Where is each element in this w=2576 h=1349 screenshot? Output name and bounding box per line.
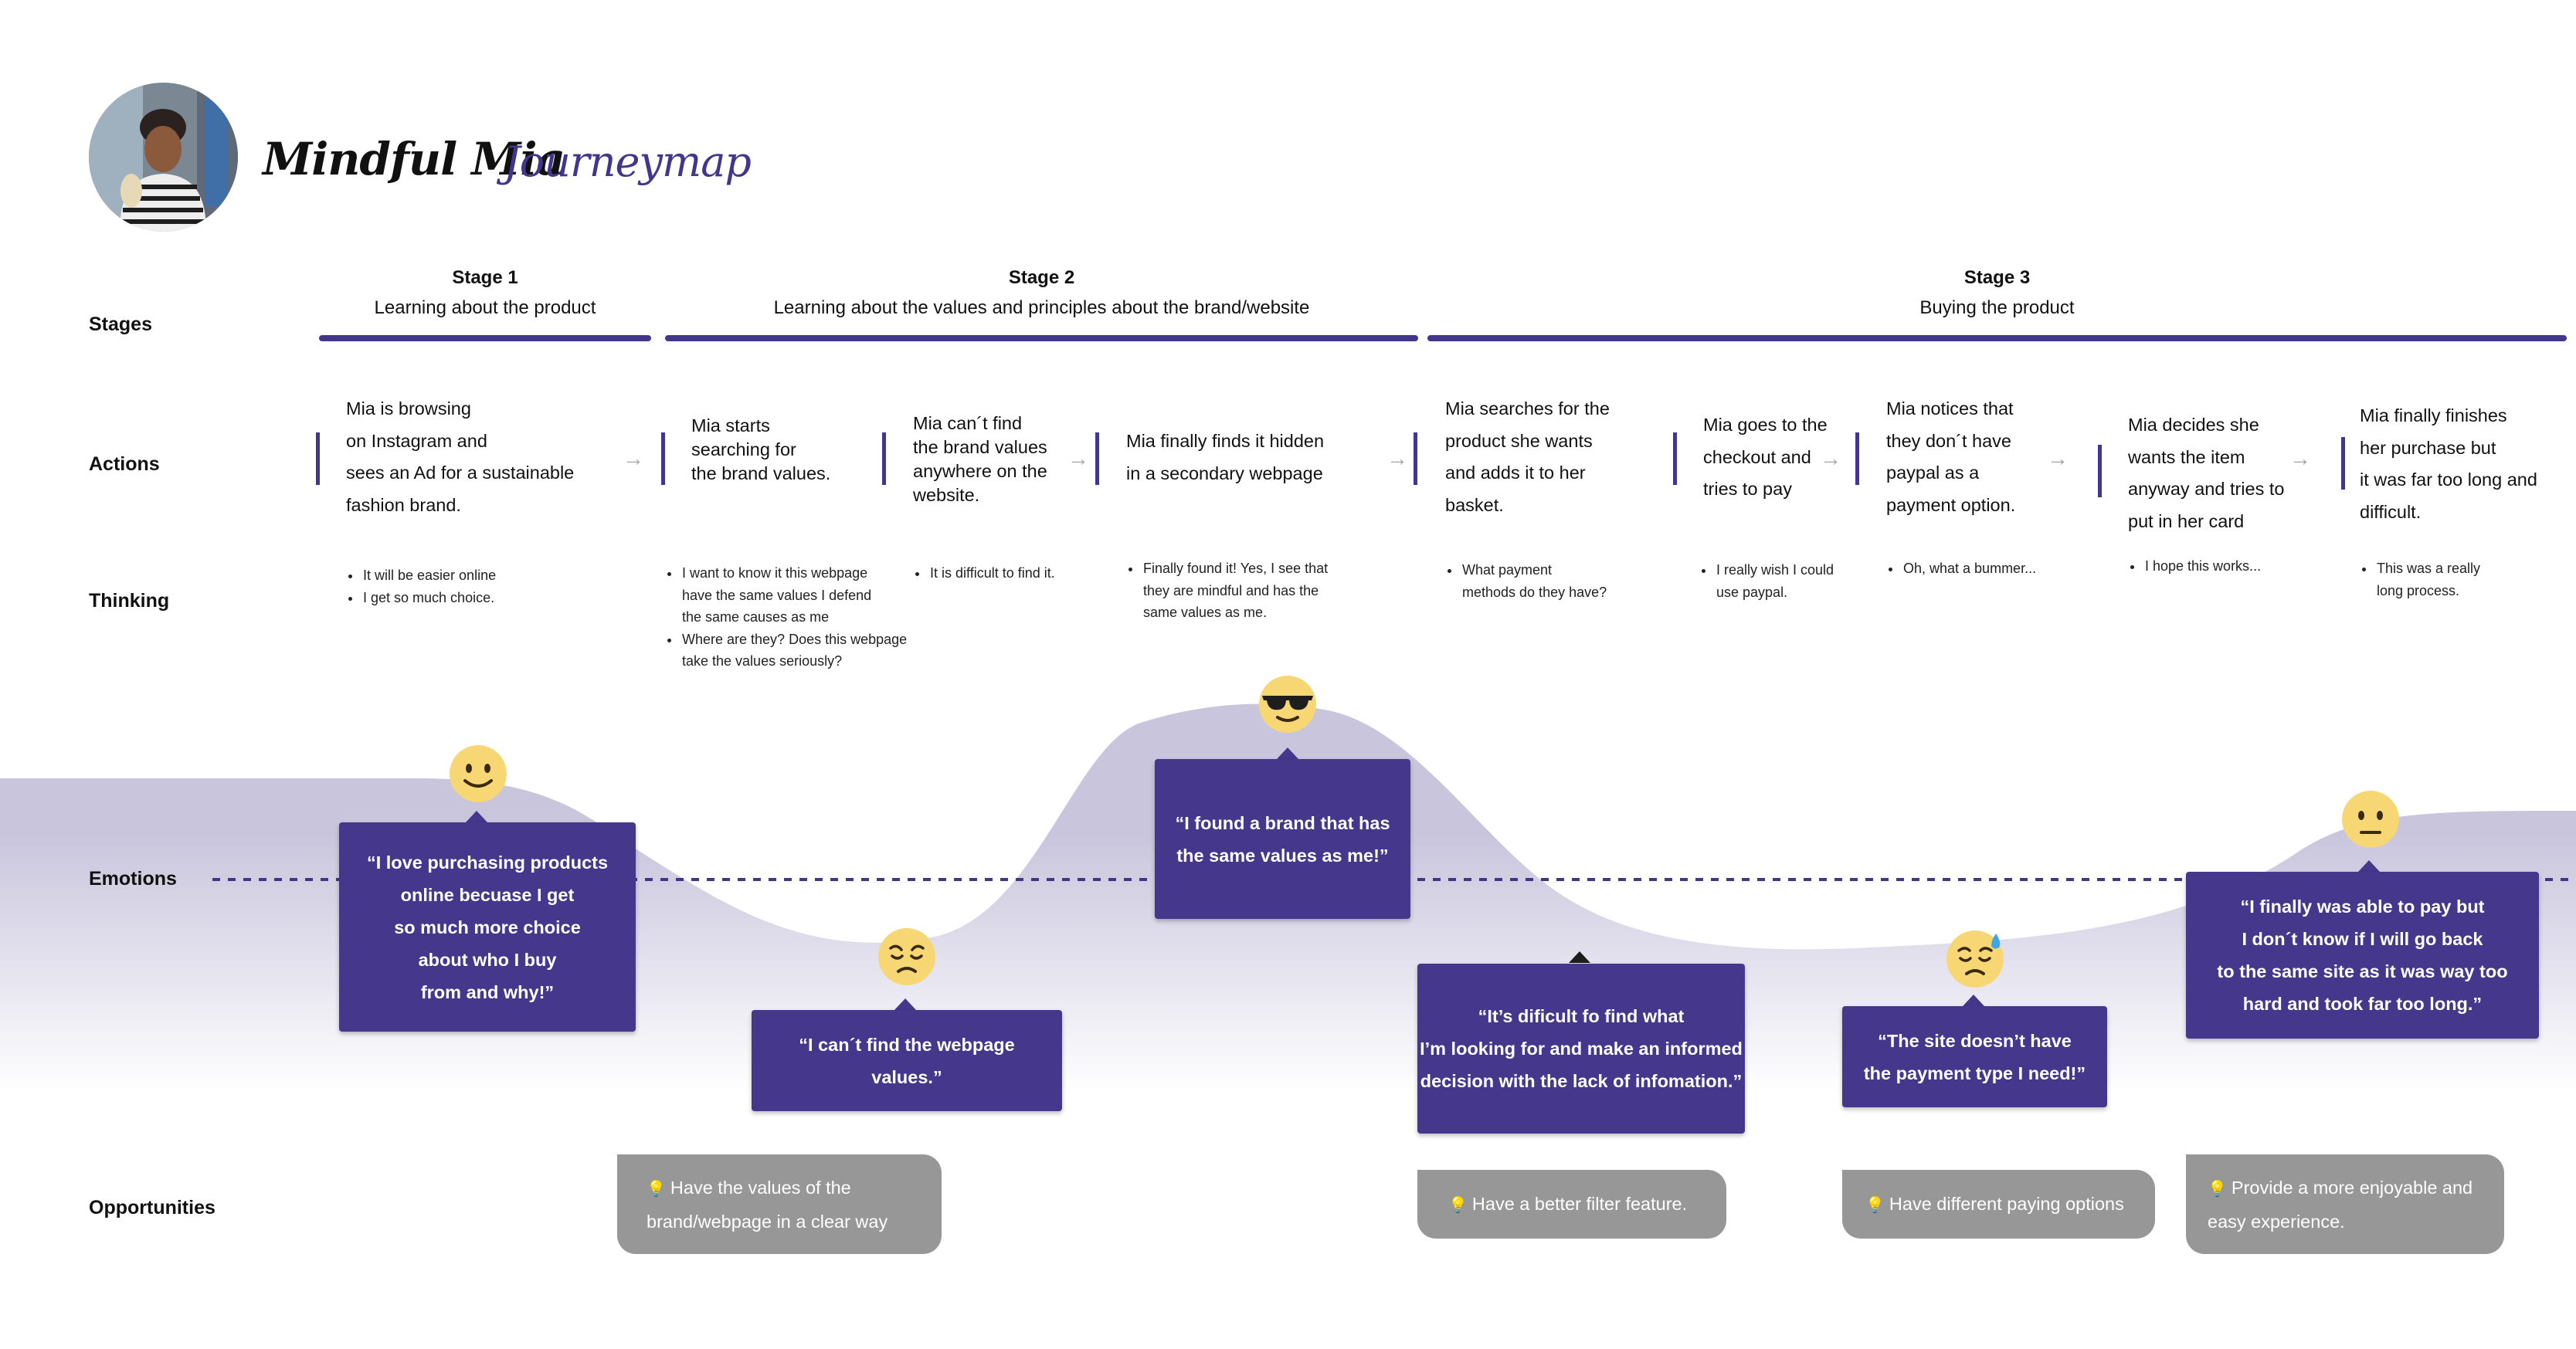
action-divider [661,432,665,485]
lightbulb-icon: 💡 [647,1180,666,1198]
stage-3-bar [1427,335,2567,341]
stage-subtitle: Buying the product [1919,297,2075,318]
thought-8: I hope this works... [2128,555,2306,578]
quote-pointer [2358,860,2380,872]
stage-1-bar [319,335,651,341]
arrow-right-icon: → [1820,446,1841,470]
quote-pointer [466,811,487,822]
lightbulb-icon: 💡 [1865,1196,1885,1214]
stage-subtitle: Learning about the product [374,297,596,318]
opportunity-3: 💡Have different paying options [1842,1170,2155,1239]
action-divider [1414,432,1417,485]
row-label-actions: Actions [89,453,160,475]
action-divider [1855,432,1859,485]
quote-pointer [894,998,916,1010]
quote-pointer [1277,747,1298,759]
row-label-stages: Stages [89,314,152,335]
quote-pointer [1569,951,1590,963]
action-divider [1673,432,1677,485]
stage-title: Stage 1 [452,267,518,288]
stage-title: Stage 2 [1008,267,1075,288]
sunglasses-emoji-icon [1257,674,1318,734]
stage-title: Stage 3 [1963,267,2031,288]
neutral-emoji-icon [2340,789,2401,849]
persona-name: Mindful Mia [263,133,565,185]
stage-subtitle: Learning about the values and principles… [773,297,1310,318]
lightbulb-icon: 💡 [2208,1180,2227,1198]
quote-pointer [1963,995,1984,1006]
arrow-right-icon: → [1067,446,1089,470]
stage-2-bar [665,335,1418,341]
row-label-opportunities: Opportunities [89,1197,216,1219]
arrow-right-icon: → [1386,446,1408,470]
row-label-thinking: Thinking [89,590,170,612]
opportunity-4: 💡Provide a more enjoyable and easy exper… [2186,1154,2504,1254]
sad-emoji-icon [877,927,937,987]
arrow-right-icon: → [2047,446,2069,470]
action-divider [316,432,320,485]
thought-3: It is difficult to find it. [913,562,1091,585]
journeymap-title: Journeymap [504,137,752,186]
stage-3: Stage 3 Buying the product [1427,263,2567,323]
action-divider [2341,437,2345,490]
action-divider [1095,432,1099,485]
sweat-emoji-icon [1945,929,2005,989]
arrow-right-icon: → [2289,446,2311,470]
stage-1: Stage 1 Learning about the product [319,263,651,323]
row-label-emotions: Emotions [89,868,177,890]
stage-2: Stage 2 Learning about the values and pr… [665,263,1418,323]
action-divider [882,432,886,485]
persona-avatar [89,83,238,232]
arrow-right-icon: → [623,446,644,470]
thought-1: It will be easier onlineI get so much ch… [346,564,578,608]
opportunity-2: 💡Have a better filter feature. [1417,1170,1726,1239]
lightbulb-icon: 💡 [1448,1196,1468,1214]
action-divider [2098,445,2102,497]
opportunity-1: 💡Have the values of the brand/webpage in… [617,1154,942,1254]
thought-7: Oh, what a bummer... [1886,558,2064,580]
smile-emoji-icon [448,744,508,804]
